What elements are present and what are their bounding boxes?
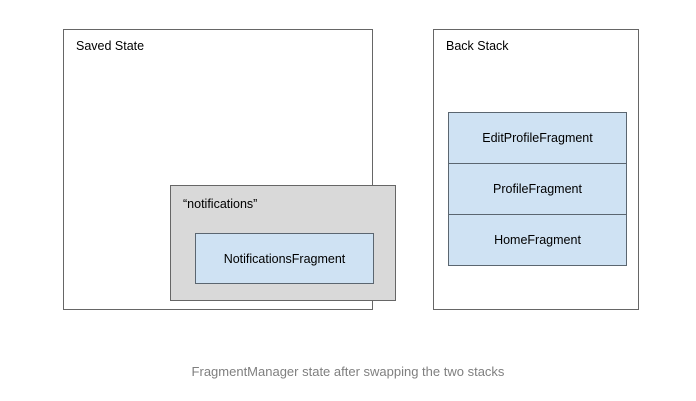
saved-state-title: Saved State (76, 39, 145, 53)
saved-state-group-key: “notifications” (183, 197, 258, 211)
fragment-label: NotificationsFragment (223, 251, 346, 266)
diagram-caption: FragmentManager state after swapping the… (191, 364, 505, 379)
fragment-label: EditProfileFragment (482, 131, 593, 145)
fragment-label: HomeFragment (494, 233, 581, 247)
back-stack-entry: ProfileFragment (448, 163, 627, 215)
fragment-label: ProfileFragment (493, 182, 582, 196)
back-stack-container: Back Stack EditProfileFragment ProfileFr… (433, 29, 639, 310)
back-stack-title: Back Stack (446, 39, 509, 53)
back-stack-entry: EditProfileFragment (448, 112, 627, 164)
fragment-box-notifications: NotificationsFragment (195, 233, 374, 284)
saved-state-container: Saved State “notifications” Notification… (63, 29, 396, 310)
back-stack-entry: HomeFragment (448, 214, 627, 266)
saved-state-group-notifications: “notifications” NotificationsFragment (170, 185, 396, 301)
back-stack-list: EditProfileFragment ProfileFragment Home… (448, 112, 627, 269)
